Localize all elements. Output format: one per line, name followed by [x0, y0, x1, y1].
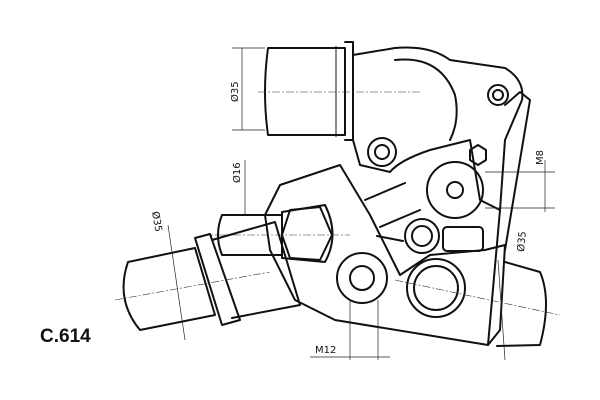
dim-bolt-thread-m8: M8 [535, 150, 546, 165]
part-code: C.614 [40, 326, 91, 347]
left-inlet-pipe [114, 221, 301, 331]
dimension-lines [167, 47, 555, 361]
dim-top-outlet-diameter: Ø35 [229, 81, 241, 102]
right-outlet-pipe [394, 261, 561, 347]
housing-body [264, 46, 531, 346]
dim-right-outlet-diameter: Ø35 [515, 231, 529, 253]
dim-left-inlet-diameter: Ø35 [149, 210, 164, 232]
small-pipe [205, 204, 350, 263]
dim-small-pipe-diameter: Ø16 [231, 162, 243, 183]
dim-bolt-thread-m12: M12 [315, 345, 336, 356]
top-outlet-pipe [258, 41, 420, 141]
